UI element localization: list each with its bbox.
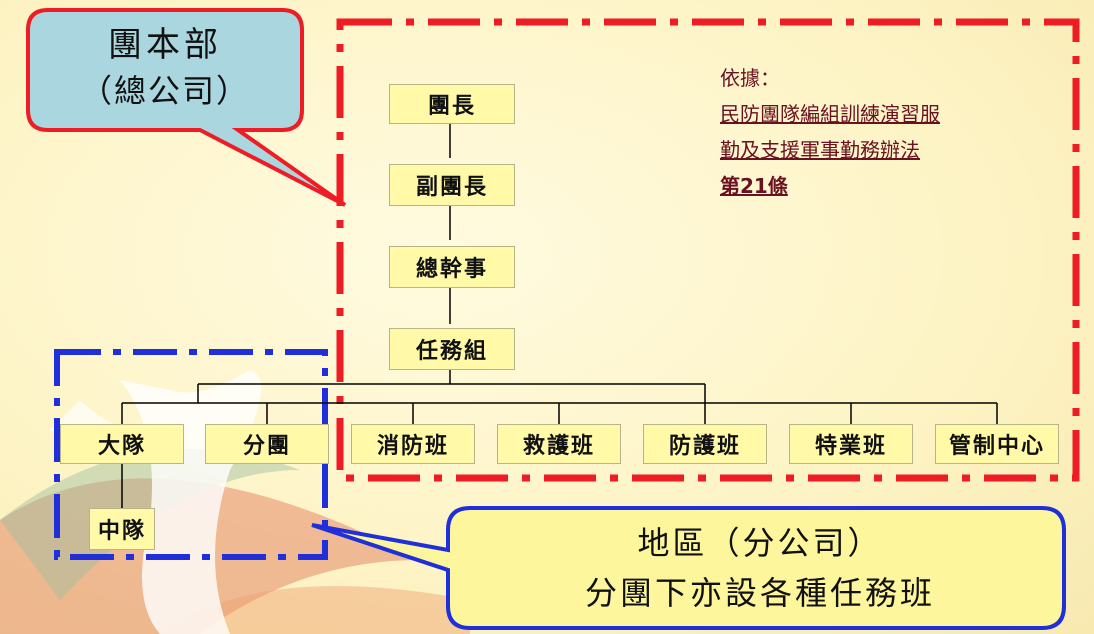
legal-basis-line-3[interactable]: 第21條 (720, 174, 788, 198)
node-team-control-center: 管制中心 (935, 424, 1059, 464)
node-brigade: 大隊 (60, 424, 184, 464)
region-callout-text: 地區（分公司） 分團下亦設各種任務班 (470, 518, 1050, 618)
region-callout-title: 地區（分公司） (637, 524, 883, 562)
legal-basis-line-2[interactable]: 勤及支援軍事勤務辦法 (720, 138, 920, 162)
hq-callout-subtitle: （總公司） (79, 72, 250, 110)
node-chief-secretary: 總幹事 (389, 246, 515, 288)
node-team-fire: 消防班 (351, 424, 475, 464)
legal-basis-line-1[interactable]: 民防團隊編組訓練演習服 (720, 102, 940, 126)
node-team-special: 特業班 (789, 424, 913, 464)
node-task-group: 任務組 (389, 328, 515, 370)
legal-basis-label: 依據： (720, 66, 780, 90)
node-chief: 團長 (389, 84, 515, 124)
region-callout-subtitle: 分團下亦設各種任務班 (584, 574, 935, 612)
node-team-rescue: 救護班 (497, 424, 621, 464)
hq-callout-text: 團本部 （總公司） (40, 22, 290, 114)
node-squadron: 中隊 (89, 508, 155, 550)
node-team-protection: 防護班 (643, 424, 767, 464)
hq-callout-title: 團本部 (108, 25, 222, 65)
node-branch: 分團 (205, 424, 329, 464)
legal-basis: 依據： 民防團隊編組訓練演習服 勤及支援軍事勤務辦法 第21條 (720, 60, 1040, 204)
node-deputy-chief: 副團長 (389, 164, 515, 206)
